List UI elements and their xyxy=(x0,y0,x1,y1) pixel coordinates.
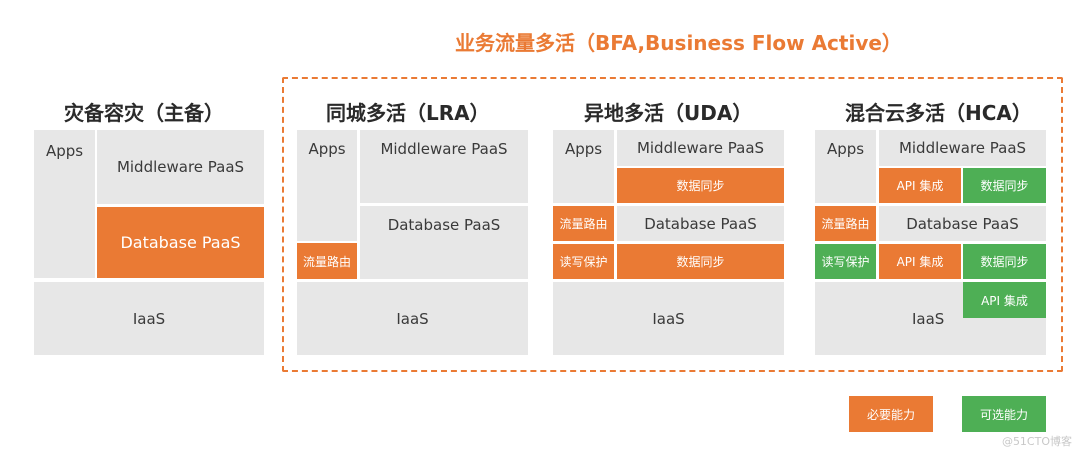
uda-database-block: Database PaaS xyxy=(617,206,784,241)
uda-title: 异地多活（UDA） xyxy=(584,101,753,125)
lra-database-block: Database PaaS xyxy=(360,206,528,279)
uda-sync-top-block: 数据同步 xyxy=(617,168,784,203)
lra-title: 同城多活（LRA） xyxy=(326,101,490,125)
hca-sync-top-block: 数据同步 xyxy=(963,168,1046,203)
hca-title: 混合云多活（HCA） xyxy=(845,101,1032,125)
bfa-container xyxy=(282,77,1063,372)
dr-middleware-block: Middleware PaaS xyxy=(97,130,264,204)
hca-api-top-block: API 集成 xyxy=(879,168,961,203)
uda-apps-block: Apps xyxy=(553,130,614,203)
uda-routing-block: 流量路由 xyxy=(553,206,614,241)
lra-iaas-block: IaaS xyxy=(297,282,528,355)
lra-middleware-block: Middleware PaaS xyxy=(360,130,528,203)
dr-iaas-block: IaaS xyxy=(34,282,264,355)
hca-sync-mid-block: 数据同步 xyxy=(963,244,1046,279)
dr-title: 灾备容灾（主备） xyxy=(64,101,224,125)
legend-optional: 可选能力 xyxy=(962,396,1046,432)
hca-api-bottom-block: API 集成 xyxy=(963,282,1046,318)
uda-iaas-block: IaaS xyxy=(553,282,784,355)
hca-middleware-block: Middleware PaaS xyxy=(879,130,1046,166)
watermark: @51CTO博客 xyxy=(1001,435,1072,448)
hca-database-block: Database PaaS xyxy=(879,206,1046,241)
lra-apps-block: Apps xyxy=(297,130,357,241)
dr-database-block: Database PaaS xyxy=(97,207,264,278)
dr-apps-block: Apps xyxy=(34,130,95,278)
hca-api-mid-block: API 集成 xyxy=(879,244,961,279)
banner-title: 业务流量多活（BFA,Business Flow Active） xyxy=(455,31,902,55)
legend-required: 必要能力 xyxy=(849,396,933,432)
uda-sync-bottom-block: 数据同步 xyxy=(617,244,784,279)
hca-apps-block: Apps xyxy=(815,130,876,203)
uda-middleware-block: Middleware PaaS xyxy=(617,130,784,166)
hca-write-protect-block: 读写保护 xyxy=(815,244,876,279)
hca-routing-block: 流量路由 xyxy=(815,206,876,241)
uda-write-protect-block: 读写保护 xyxy=(553,244,614,279)
lra-routing-block: 流量路由 xyxy=(297,243,357,279)
